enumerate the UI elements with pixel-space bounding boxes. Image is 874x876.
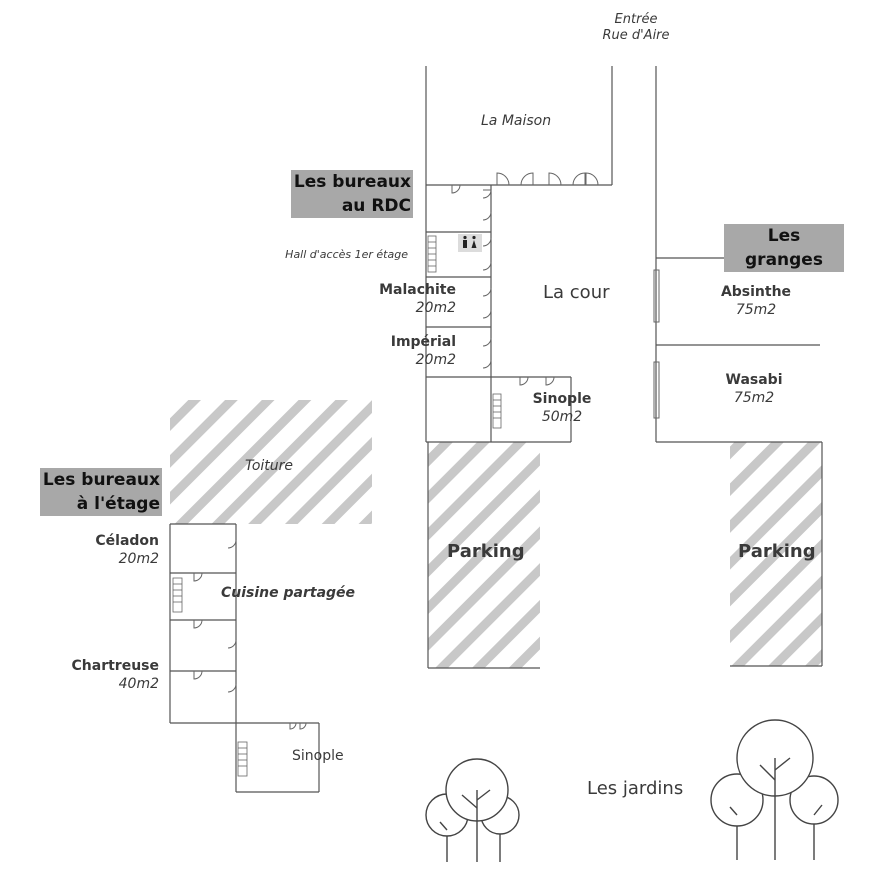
hall-label: Hall d'accès 1er étage (285, 248, 408, 261)
upper-floor-title: Les bureaux à l'étage (40, 468, 162, 516)
courtyard-label: La cour (543, 282, 610, 303)
office-name: Malachite (379, 282, 456, 298)
entrance-line2: Rue d'Aire (602, 28, 670, 44)
office-name: Sinople (532, 391, 592, 407)
entrance-line1: Entrée (614, 12, 658, 27)
barn-absinthe: Absinthe 75m2 (706, 284, 806, 319)
barn-wasabi: Wasabi 75m2 (704, 372, 804, 407)
ground-floor-title-line2: au RDC (341, 196, 411, 216)
office-chartreuse: Chartreuse 40m2 (72, 658, 159, 693)
office-malachite: Malachite 20m2 (379, 282, 456, 317)
parking-label-left: Parking (447, 541, 525, 562)
kitchen-label: Cuisine partagée (221, 585, 356, 601)
office-area: 50m2 (541, 408, 583, 425)
gardens-label: Les jardins (587, 778, 684, 799)
barn-name: Wasabi (725, 372, 783, 388)
office-area: 40m2 (118, 675, 159, 692)
roof-label: Toiture (245, 458, 294, 474)
office-area: 20m2 (118, 550, 159, 567)
office-sinople-upper: Sinople (292, 748, 344, 764)
barn-name: Absinthe (720, 284, 792, 300)
parking-area-right (730, 442, 822, 666)
ground-floor-title: Les bureaux au RDC (291, 170, 413, 218)
office-name: Chartreuse (71, 658, 159, 674)
upper-floor-title-line2: à l'étage (76, 494, 160, 514)
ground-floor-title-line1: Les bureaux (293, 172, 411, 192)
office-area: 20m2 (415, 299, 456, 316)
house-label: La Maison (481, 113, 552, 129)
barns-title: Les granges (724, 224, 844, 272)
roof-area (170, 400, 372, 524)
office-name: Céladon (95, 533, 159, 549)
doors (193, 172, 660, 730)
office-celadon: Céladon 20m2 (95, 533, 159, 568)
barn-area: 75m2 (733, 389, 775, 406)
toilet-icon (458, 234, 482, 252)
barn-area: 75m2 (735, 301, 777, 318)
plan-walls (169, 66, 823, 793)
entrance-label: Entrée Rue d'Aire (598, 12, 674, 45)
office-sinople-gf: Sinople 50m2 (526, 391, 598, 426)
stairs-icon (172, 235, 502, 777)
upper-floor-title-line1: Les bureaux (42, 470, 160, 490)
tree-icon (425, 758, 520, 862)
parking-label-right: Parking (738, 541, 816, 562)
office-name: Impérial (390, 334, 456, 350)
office-area: 20m2 (415, 351, 456, 368)
office-imperial: Impérial 20m2 (391, 334, 456, 369)
parking-area-left (428, 442, 540, 668)
tree-icon (710, 719, 839, 860)
